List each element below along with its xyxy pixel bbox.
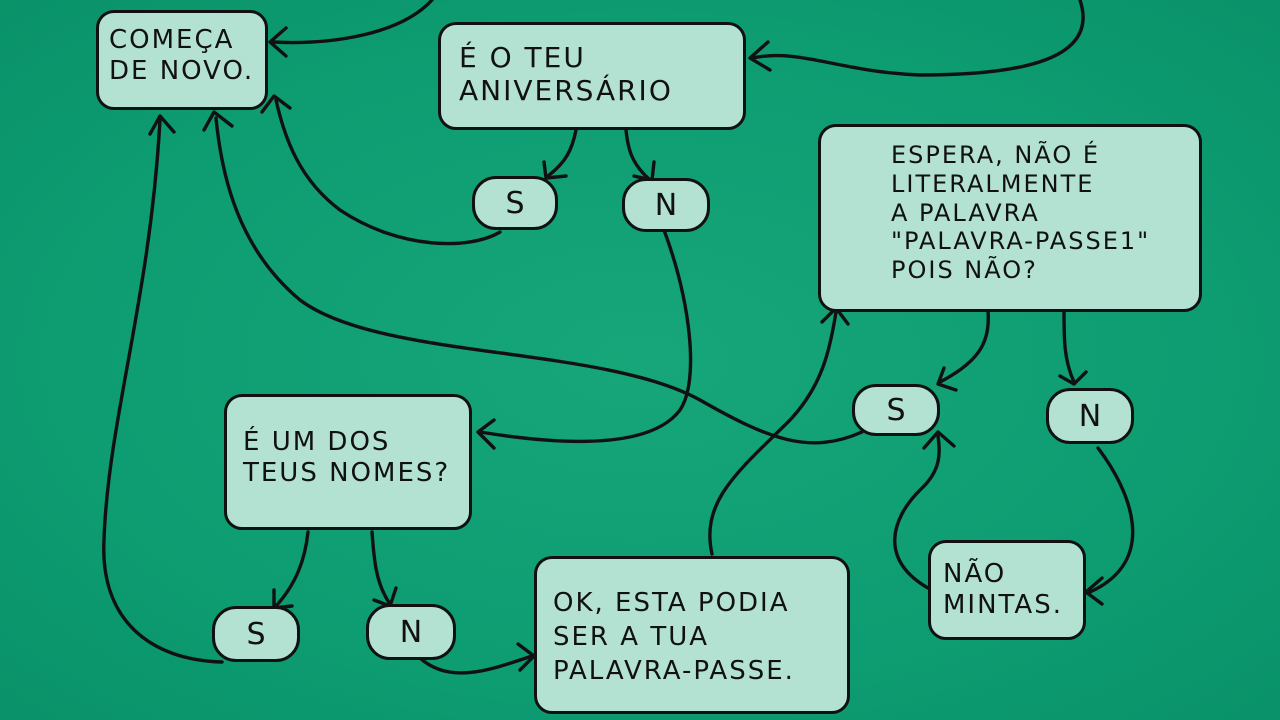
connector-birthday-s-restart bbox=[274, 98, 502, 246]
arrowhead bbox=[922, 430, 956, 450]
answer-espera-s: S bbox=[852, 384, 940, 436]
answer-aniversario-s: S bbox=[472, 176, 558, 230]
connector-espera-n bbox=[1062, 308, 1076, 384]
connector-names-s-restart bbox=[102, 118, 224, 664]
connector-birthday-n-names bbox=[478, 228, 693, 444]
box-label: Começa de novo. bbox=[109, 25, 255, 86]
connector-top-to-birthday bbox=[750, 0, 1085, 77]
box-nao-mintas: Não mintas. bbox=[928, 540, 1086, 640]
connector-espera-n-naomintas bbox=[1088, 446, 1135, 594]
box-espera: Espera, não é literalmente a palavra "pa… bbox=[818, 124, 1202, 312]
connector-names-n-ok bbox=[418, 654, 534, 675]
answer-nomes-n: N bbox=[366, 604, 456, 660]
answer-nomes-s: S bbox=[212, 606, 300, 662]
arrowhead bbox=[148, 114, 176, 136]
box-label: Não mintas. bbox=[943, 559, 1063, 620]
arrowhead bbox=[476, 418, 496, 450]
connector-espera-s bbox=[938, 308, 990, 384]
connector-birthday-s bbox=[546, 128, 578, 178]
arrowhead bbox=[202, 110, 234, 132]
connector-names-s bbox=[274, 530, 310, 608]
connector-birthday-n bbox=[624, 128, 652, 182]
connector-naomintas-espera-s bbox=[893, 434, 941, 590]
box-label: OK, esta podia ser a tua palavra-passe. bbox=[553, 588, 795, 686]
box-aniversario: É o teu aniversário bbox=[438, 22, 746, 130]
box-label: É o teu aniversário bbox=[459, 41, 673, 108]
answer-espera-n: N bbox=[1046, 388, 1134, 444]
box-nomes: É um dos teus nomes? bbox=[224, 394, 472, 530]
arrowhead bbox=[1084, 576, 1104, 606]
box-label: Espera, não é literalmente a palavra "pa… bbox=[891, 141, 1151, 285]
connector-names-n bbox=[370, 530, 392, 606]
connector-top-to-restart bbox=[270, 0, 434, 45]
connector-ok-espera bbox=[708, 310, 838, 556]
arrowhead bbox=[1058, 370, 1088, 386]
box-ok: OK, esta podia ser a tua palavra-passe. bbox=[534, 556, 850, 714]
arrowhead bbox=[542, 160, 568, 180]
arrowhead bbox=[268, 26, 288, 58]
box-label: É um dos teus nomes? bbox=[243, 427, 451, 488]
box-comeca-de-novo: Começa de novo. bbox=[96, 10, 268, 110]
arrowhead bbox=[936, 366, 958, 392]
arrowhead bbox=[260, 94, 292, 114]
answer-aniversario-n: N bbox=[622, 178, 710, 232]
arrowhead bbox=[748, 40, 772, 72]
